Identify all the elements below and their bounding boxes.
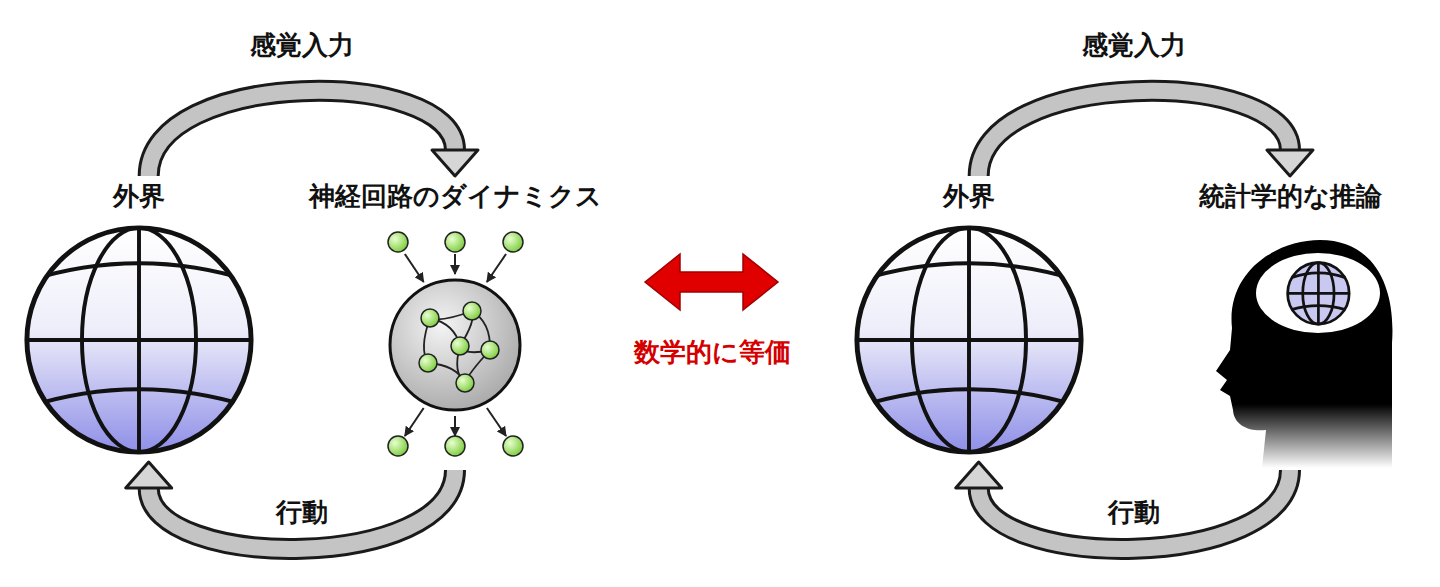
edge-label: 感覚入力	[246, 29, 358, 61]
flow-arrow	[956, 462, 1290, 549]
neural-circuit: 神経回路のダイナミクス	[300, 178, 610, 468]
world-globe: 外界	[848, 178, 1090, 460]
edge-label: 行動	[272, 496, 332, 528]
node-label: 神経回路のダイナミクス	[300, 178, 610, 214]
node-label: 統計学的な推論	[1170, 178, 1410, 214]
head-shape	[1170, 178, 1410, 472]
globe-shape	[851, 222, 1087, 462]
flow-arrow	[126, 462, 455, 549]
edge-label: 行動	[1104, 496, 1164, 528]
edge-label: 感覚入力	[1078, 29, 1190, 61]
node-label: 外界	[18, 178, 260, 214]
node-label: 外界	[848, 178, 1090, 214]
flow-arrow	[149, 91, 478, 176]
world-globe: 外界	[18, 178, 260, 460]
neural-shape	[300, 178, 610, 472]
double-arrow	[645, 254, 778, 310]
flow-arrow	[979, 91, 1313, 176]
equivalence-label: 数学的に等価	[634, 336, 791, 368]
globe-shape	[21, 222, 257, 462]
brain-head: 統計学的な推論	[1170, 178, 1410, 468]
